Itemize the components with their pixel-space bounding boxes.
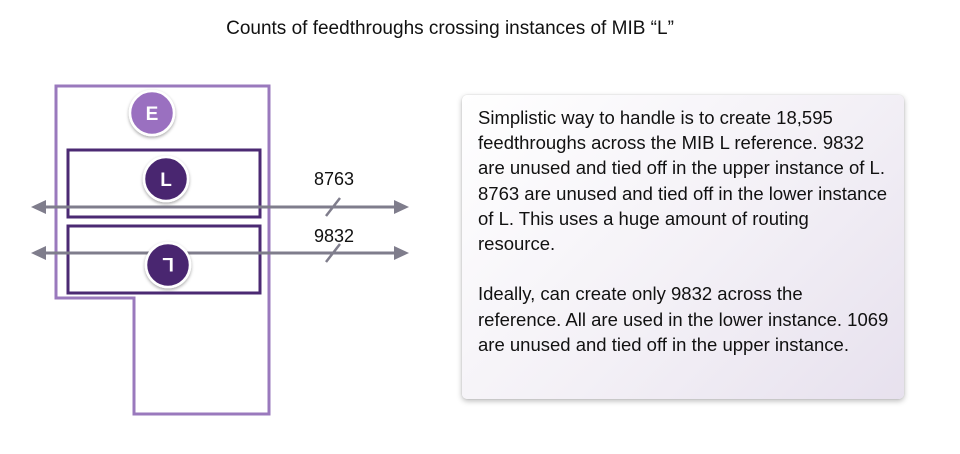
lower-feedthrough-count: 9832 — [314, 226, 354, 246]
diagram-title: Counts of feedthroughs crossing instance… — [226, 18, 674, 39]
upper-instance-l-block — [66, 148, 262, 219]
badge-e-label: E — [146, 104, 159, 125]
upper-bus-slash — [325, 197, 341, 217]
badge-e: E — [128, 89, 176, 137]
explanation-note: Simplistic way to handle is to create 18… — [462, 95, 904, 399]
badge-lower-l: L — [144, 241, 192, 289]
lower-bus-slash — [325, 243, 341, 263]
outer-block-e — [54, 84, 271, 416]
lower-instance-l-block — [66, 224, 262, 295]
badge-lower-l-label: L — [162, 253, 174, 274]
lower-feedthrough-arrow — [31, 243, 409, 263]
badge-upper-l-label: L — [160, 170, 172, 191]
upper-feedthrough-count: 8763 — [314, 169, 354, 189]
note-paragraph-2: Ideally, can create only 9832 across the… — [478, 283, 889, 355]
badge-upper-l: L — [142, 155, 190, 203]
feedthrough-diagram: 8763 9832 E L L — [31, 84, 409, 416]
upper-feedthrough-arrow — [31, 197, 409, 217]
note-paragraph-1: Simplistic way to handle is to create 18… — [478, 107, 888, 255]
